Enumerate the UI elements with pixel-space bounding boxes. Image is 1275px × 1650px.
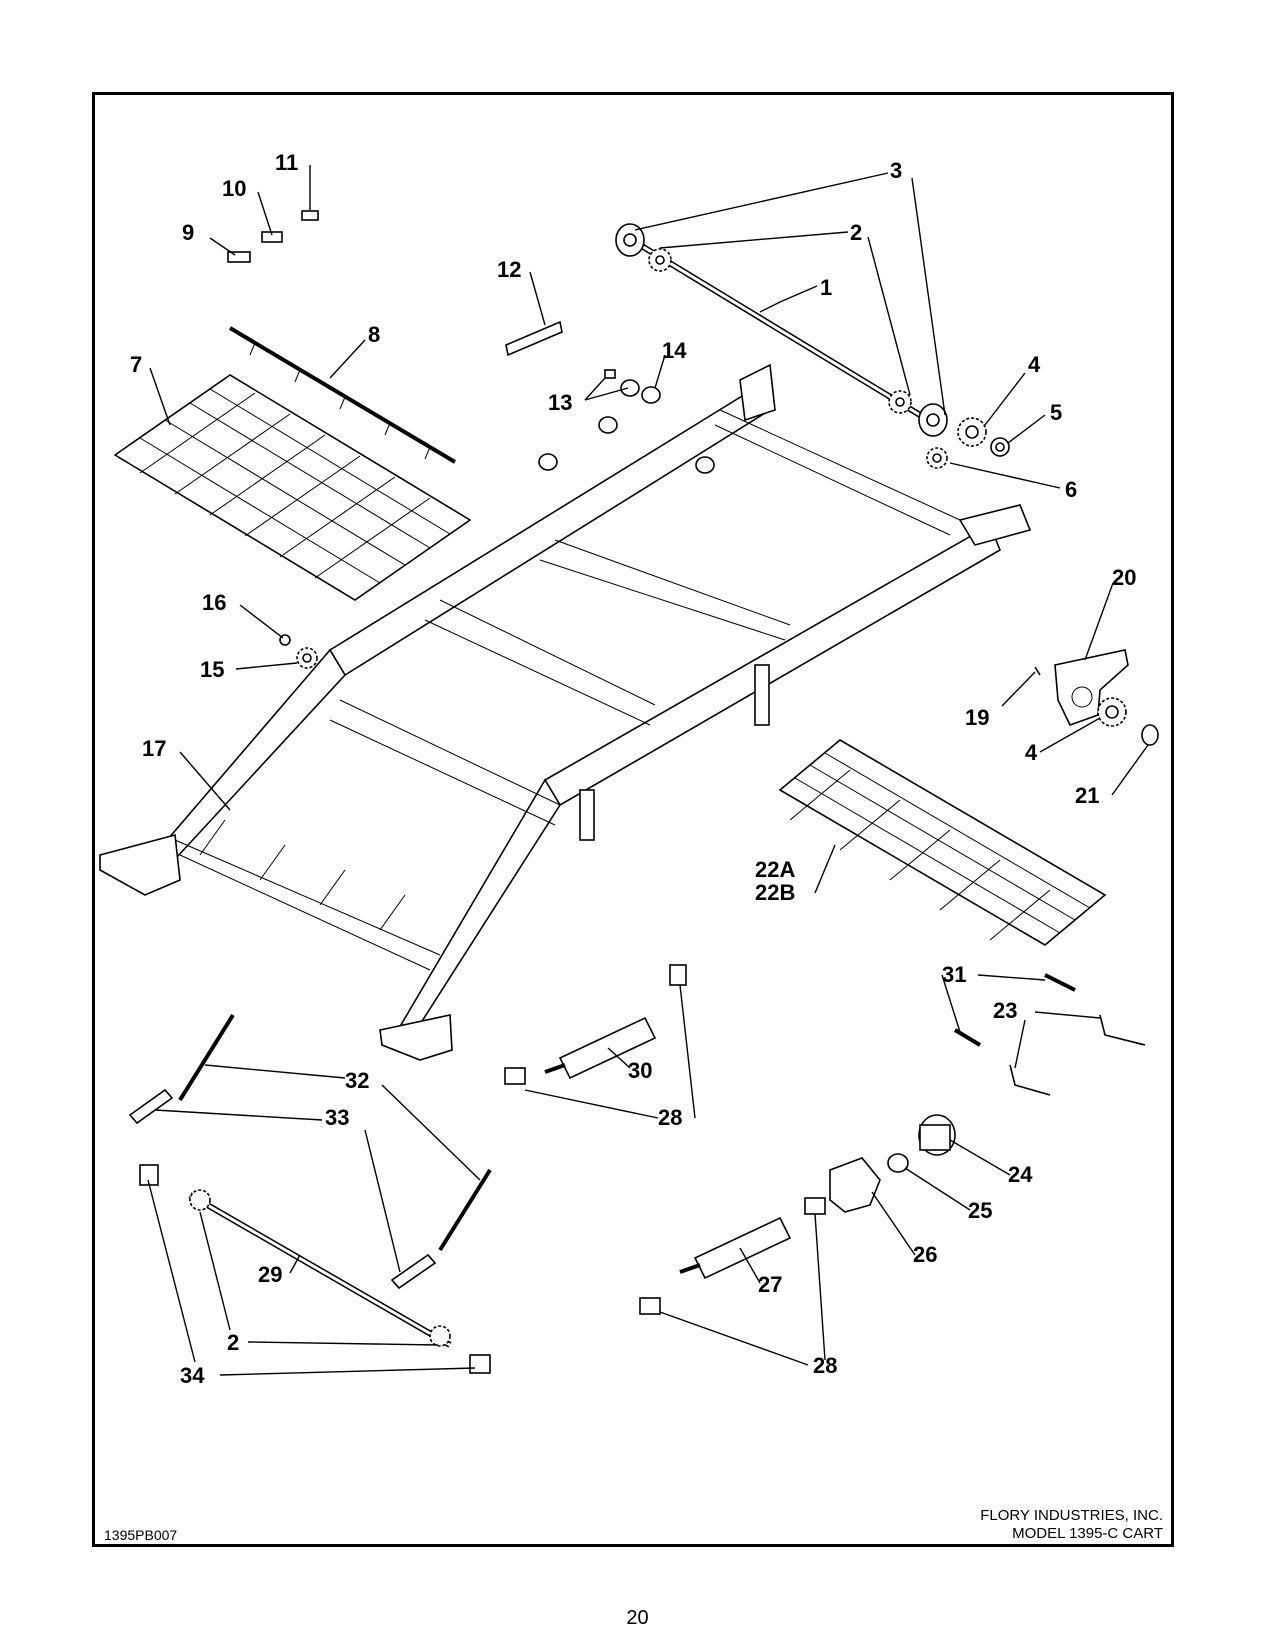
callout-4: 4	[1028, 352, 1041, 377]
small-sprocket	[926, 447, 948, 469]
key-pin	[1034, 666, 1041, 676]
belt-roller-upper	[544, 1016, 657, 1080]
company-name: FLORY INDUSTRIES, INC.	[980, 1507, 1163, 1524]
callout-11: 11	[275, 150, 298, 175]
drawing-frame	[92, 92, 1174, 1547]
chain-mesh-belt	[113, 374, 472, 601]
callout-9: 9	[182, 220, 194, 245]
belt-roller-lower	[679, 1216, 792, 1280]
idler-shaft	[188, 1189, 452, 1348]
connector-link	[261, 231, 283, 243]
flange-bearing-upper	[615, 223, 645, 257]
callout-22b: 22B	[755, 880, 795, 905]
callout-19: 19	[965, 705, 989, 730]
callout-2: 2	[850, 220, 862, 245]
conveyor-belt	[778, 739, 1107, 946]
take-up-bracket	[128, 1088, 437, 1290]
spacer	[604, 369, 616, 379]
flange-bearing-lower	[918, 403, 948, 437]
callout-25: 25	[968, 1198, 992, 1223]
callout-23: 23	[993, 998, 1017, 1023]
sprocket-lower	[888, 390, 912, 414]
callout-27: 27	[758, 1272, 782, 1297]
callout-13: 13	[548, 390, 572, 415]
callout-14: 14	[662, 338, 687, 363]
drive-shaft	[638, 242, 922, 418]
title-block: FLORY INDUSTRIES, INC. MODEL 1395-C CART	[980, 1507, 1163, 1543]
cart-frame	[99, 363, 1032, 1061]
callout-12: 12	[497, 257, 521, 282]
drive-sprocket-motor	[1097, 697, 1127, 727]
idler-sprocket	[296, 647, 318, 669]
callout-3: 3	[890, 158, 902, 183]
callout-labels: 1 2 3 4 5 6 7 8 9 10 11 12 13 14 15 16 1…	[130, 150, 1136, 1388]
page-number: 20	[626, 1607, 649, 1629]
callout-28a: 28	[658, 1105, 682, 1130]
drive-sprocket	[957, 417, 987, 447]
motor-bracket	[829, 1157, 881, 1213]
callout-24: 24	[1008, 1162, 1033, 1187]
sprocket-upper	[648, 248, 672, 272]
callout-22a: 22A	[755, 857, 795, 882]
motor-mount-bracket	[1054, 649, 1129, 726]
bushing	[538, 379, 715, 474]
callout-16: 16	[202, 590, 226, 615]
callout-31: 31	[942, 962, 966, 987]
callout-33: 33	[325, 1105, 349, 1130]
clip	[301, 210, 319, 221]
pillow-block-bearing	[504, 964, 826, 1315]
leader-lines	[147, 165, 1149, 1376]
callout-5: 5	[1050, 400, 1062, 425]
callout-8: 8	[368, 322, 380, 347]
coupler	[887, 1153, 909, 1173]
callout-30: 30	[628, 1058, 652, 1083]
callout-26: 26	[913, 1242, 937, 1267]
hub-nut	[990, 437, 1010, 457]
model-name: MODEL 1395-C CART	[1012, 1525, 1163, 1542]
callout-32: 32	[345, 1068, 369, 1093]
drawing-id: 1395PB007	[104, 1527, 178, 1543]
callout-15: 15	[200, 657, 224, 682]
callout-17: 17	[142, 736, 166, 761]
bracket-plate	[505, 320, 563, 357]
callout-10: 10	[222, 176, 246, 201]
belt-bracket	[1009, 1014, 1146, 1096]
threaded-rod	[178, 1013, 492, 1252]
callout-6: 6	[1065, 477, 1077, 502]
hydraulic-motor	[918, 1114, 956, 1156]
attachment-link	[227, 251, 251, 263]
callout-20: 20	[1112, 565, 1136, 590]
callout-2b: 2	[227, 1330, 239, 1355]
callout-34: 34	[180, 1363, 205, 1388]
callout-7: 7	[130, 352, 142, 377]
callout-4b: 4	[1025, 740, 1038, 765]
callout-29: 29	[258, 1262, 282, 1287]
end-cap	[1141, 724, 1159, 746]
flight-bar	[228, 326, 457, 464]
callout-1: 1	[820, 275, 832, 300]
bolt	[953, 973, 1076, 1047]
callout-21: 21	[1075, 783, 1099, 808]
callout-28b: 28	[813, 1353, 837, 1378]
